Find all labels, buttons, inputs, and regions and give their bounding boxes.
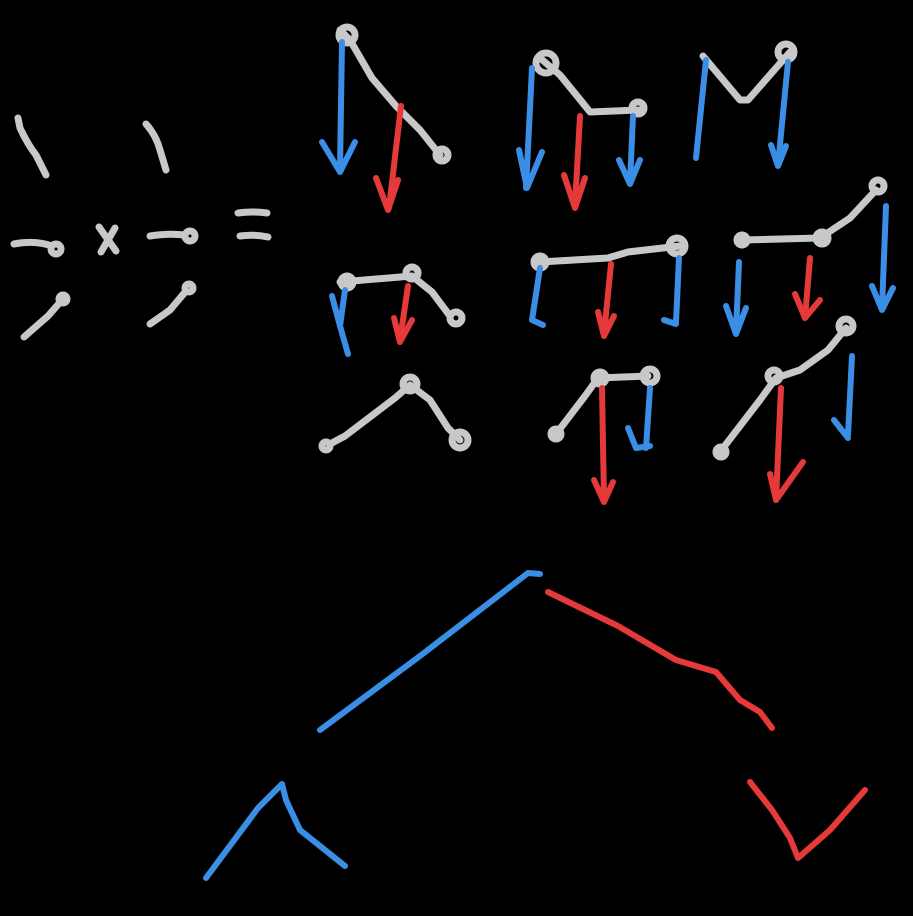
shape-r2c1-flat-fall	[329, 263, 466, 357]
equals-sign	[234, 208, 272, 241]
primitive-flat-stroke-knob	[47, 240, 65, 258]
primitive-falling-stroke	[14, 114, 50, 179]
shape-r1c2-m-shape	[516, 49, 648, 211]
primitive-rising-stroke-knob	[181, 280, 197, 296]
primitive-falling-stroke	[142, 120, 170, 174]
down-arrow-icon	[599, 385, 607, 503]
primitive-rising-stroke	[20, 296, 66, 341]
tree-right-leaf	[747, 779, 868, 861]
tree-left-branch	[317, 570, 543, 733]
primitive-flat-stroke-knob	[181, 227, 199, 245]
primitive-flat-stroke	[10, 238, 56, 250]
primitive-rising-stroke	[146, 287, 190, 328]
down-arrow-icon	[773, 385, 784, 503]
shape-r1c1-peak-fall	[319, 23, 452, 213]
primitive-rising-stroke-knob	[55, 291, 71, 307]
down-arrow-icon	[879, 203, 889, 311]
tree-left-leaf	[203, 781, 348, 881]
shape-r1c3-m-shape	[693, 40, 798, 169]
down-arrow-icon	[627, 113, 636, 186]
down-arrow-icon	[845, 353, 855, 438]
tree-right-branch	[545, 589, 775, 731]
down-arrow-icon	[643, 385, 653, 451]
down-arrow-icon	[601, 261, 614, 337]
multiplication-sign	[95, 223, 120, 256]
shape-r3c3-rise-rise	[712, 315, 857, 503]
down-arrow-icon	[529, 265, 546, 328]
down-arrow-icon	[802, 255, 813, 321]
shape-r2c2-flat-three	[529, 234, 689, 339]
shape-r3c2-rise-flat	[547, 365, 661, 505]
down-arrow-icon	[572, 113, 583, 208]
down-arrow-icon	[673, 255, 682, 325]
shape-r2c3-rise-three	[723, 176, 896, 337]
down-arrow-icon	[523, 65, 535, 191]
left-primitives-column-1	[10, 114, 71, 341]
down-arrow-icon	[386, 103, 404, 211]
down-arrow-icon	[775, 59, 791, 168]
down-arrow-icon	[337, 39, 345, 171]
down-arrow-icon	[733, 259, 742, 335]
primitive-flat-stroke	[146, 230, 189, 240]
down-arrow-icon	[693, 57, 709, 161]
tree-top-branches	[317, 570, 775, 733]
down-arrow-icon	[397, 283, 411, 343]
left-primitives-column-2	[142, 120, 199, 328]
shape-r3c1-peak	[318, 373, 472, 454]
